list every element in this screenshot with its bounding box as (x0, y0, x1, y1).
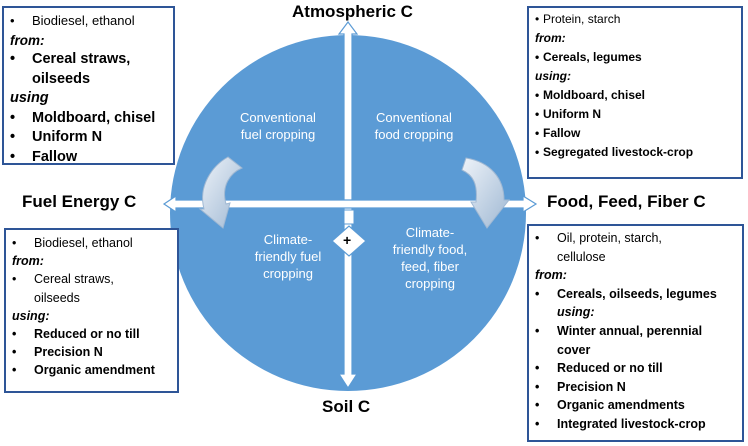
quadrant-line: feed, fiber (401, 259, 459, 274)
axis-label-fuel-energy: Fuel Energy C (22, 192, 137, 211)
quadrant-label-climate-food: Climate- friendly food, feed, fiber crop… (375, 224, 485, 292)
list-item: Uniform N (535, 105, 741, 124)
list-item: Oil, protein, starch, (535, 229, 742, 248)
list-item: Precision N (535, 378, 742, 397)
list-item: Cereals, legumes (535, 48, 741, 67)
list-item: Integrated livestock-crop (535, 415, 742, 434)
list-item: Moldboard, chisel (535, 86, 741, 105)
list-item-continuation: oilseeds (34, 290, 80, 305)
center-diamond (331, 225, 367, 257)
list-item-continuation: oilseeds (32, 70, 91, 87)
list-subheading: using: (535, 69, 571, 83)
curved-arrow-right (461, 157, 511, 229)
quadrant-line: food cropping (374, 127, 454, 142)
quadrant-line: Conventional (376, 110, 452, 125)
axis-label-food-feed-fiber: Food, Feed, Fiber C (547, 192, 706, 211)
list-item: Biodiesel, ethanol (10, 11, 173, 31)
horizontal-axis-arrow (162, 194, 538, 214)
list-item-continuation: cellulose (557, 249, 606, 264)
list-item: Organic amendments (535, 396, 742, 415)
quadrant-line: fuel cropping (240, 127, 316, 142)
list-subheading: from: (10, 32, 45, 48)
quadrant-label-conventional-food: Conventional food cropping (358, 109, 470, 143)
list-item: Segregated livestock-crop (535, 143, 741, 162)
box-climate-food: Oil, protein, starch, cellulose from: Ce… (527, 224, 744, 442)
list-item: Reduced or no till (535, 359, 742, 378)
list-item: Uniform N (10, 128, 173, 148)
quadrant-line: cropping (405, 276, 455, 291)
quadrant-line: friendly fuel (254, 249, 322, 264)
list-subheading: from: (535, 268, 567, 283)
list-item: Cereal straws, (12, 270, 177, 288)
list-item: Moldboard, chisel (10, 109, 173, 129)
list-item-continuation: cover (557, 342, 591, 357)
axis-label-soil: Soil C (322, 397, 371, 416)
list-item: Reduced or no till (12, 325, 177, 343)
quadrant-label-climate-fuel: Climate- friendly fuel cropping (240, 231, 336, 282)
quadrant-line: cropping (263, 266, 313, 281)
list-item: Organic amendment (12, 361, 177, 379)
list-subheading: using: (12, 308, 50, 323)
list-item: Cereals, oilseeds, legumes (535, 285, 742, 304)
list-item: Protein, starch (535, 10, 741, 29)
list-item: Cereal straws, (10, 50, 173, 70)
list-subheading: using: (557, 305, 595, 320)
list-subheading: from: (535, 31, 566, 45)
quadrant-line: Climate- (263, 232, 313, 247)
axis-label-atmospheric: Atmospheric C (292, 2, 413, 21)
center-plus-sign: + (343, 232, 352, 248)
quadrant-line: Climate- (405, 225, 455, 240)
list-subheading: using (10, 90, 49, 106)
box-conventional-food: Protein, starch from: Cereals, legumes u… (527, 6, 743, 179)
quadrant-line: friendly food, (392, 242, 468, 257)
list-item: Biodiesel, ethanol (12, 234, 177, 252)
list-item: Fallow (10, 148, 173, 168)
box-conventional-fuel: Biodiesel, ethanol from: Cereal straws, … (2, 6, 175, 165)
quadrant-line: Conventional (240, 110, 316, 125)
quadrant-label-conventional-fuel: Conventional fuel cropping (232, 109, 324, 143)
list-subheading: from: (12, 254, 44, 269)
curved-arrow-left (198, 156, 243, 229)
list-item: Fallow (535, 124, 741, 143)
center-square (343, 209, 355, 225)
list-item: Winter annual, perennial (535, 322, 742, 341)
list-item: Precision N (12, 343, 177, 361)
box-climate-fuel: Biodiesel, ethanol from: Cereal straws, … (4, 228, 179, 393)
